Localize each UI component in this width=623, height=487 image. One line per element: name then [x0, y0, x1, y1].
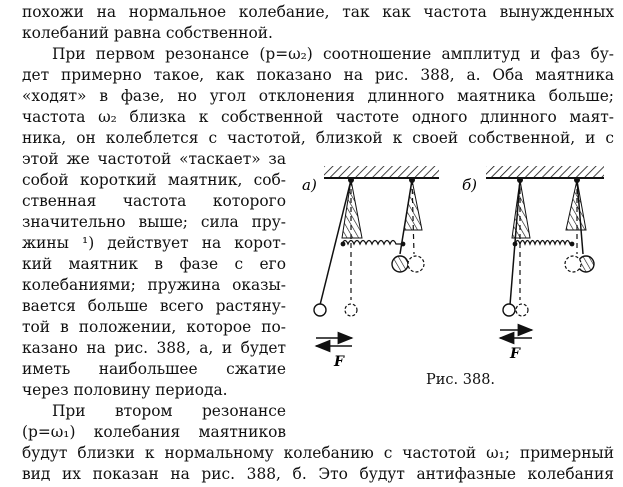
text-line: собой короткий маятник, соб-	[22, 171, 286, 189]
spring-b	[514, 239, 572, 246]
rod-b-short	[576, 179, 584, 255]
text-line: казано на рис. 388, а, и будет	[22, 339, 286, 357]
text-line: этой же частотой «таскает» за	[22, 150, 286, 168]
bob-b-long-rest	[515, 303, 529, 317]
spring-b-joint-right	[569, 241, 575, 247]
figure-label-b: б)	[462, 176, 477, 194]
spring-a-joint-left	[340, 241, 346, 247]
text-line: той в положении, которое по-	[22, 318, 286, 336]
sector-a-long	[341, 179, 363, 239]
text-line: иметь наибольшее сжатие	[22, 360, 286, 378]
bob-a-long	[313, 303, 327, 317]
force-label-b: F	[509, 346, 521, 362]
text-line: колебаний равна собственной.	[22, 24, 273, 42]
text-line: значительно выше; сила пру-	[22, 213, 286, 231]
ceiling-b	[486, 166, 604, 178]
text-line: дет примерно такое, как показано на рис.…	[22, 66, 614, 84]
text-line: ственная частота которого	[22, 192, 286, 210]
bob-a-short-rest	[407, 255, 425, 273]
bob-a-short	[391, 255, 409, 273]
rod-a-short-rest	[411, 179, 415, 255]
text-line: частота ω₂ близка к собственной частоте …	[22, 108, 614, 126]
text-line: При втором резонансе	[52, 402, 286, 420]
sector-a-short	[403, 179, 423, 231]
spring-a-joint-right	[400, 241, 406, 247]
bob-b-short-rest	[564, 255, 582, 273]
sector-b-short	[565, 179, 587, 231]
text-line: через половину периода.	[22, 381, 228, 399]
bob-b-long	[502, 303, 516, 317]
rod-a-short	[399, 179, 413, 255]
figure-388: а) б) F F	[302, 166, 604, 370]
figure-label-a: а)	[302, 176, 317, 194]
sector-b-long	[511, 179, 531, 239]
text-line: При первом резонансе (p=ω₂) соотношение …	[52, 45, 614, 63]
text-line: вид их показан на рис. 388, б. Это будут…	[22, 465, 614, 483]
text-line: жины ¹) действует на корот-	[22, 234, 286, 252]
rod-a-long	[319, 179, 352, 306]
figure-a	[313, 166, 439, 353]
text-line: кий маятник в фазе с его	[22, 255, 286, 273]
figure-caption: Рис. 388.	[426, 372, 496, 388]
spring-a	[341, 239, 403, 246]
text-line: ника, он колеблется с частотой, близкой …	[22, 129, 614, 147]
text-line: колебаниями; пружина оказы-	[22, 276, 286, 294]
text-line: вается больше всего растяну-	[22, 297, 286, 315]
text-line: похожи на нормальное колебание, так как …	[22, 3, 614, 21]
spring-b-joint-left	[512, 241, 518, 247]
text-line: «ходят» в фазе, но угол отклонения длинн…	[22, 87, 614, 105]
text-line: будут близки к нормальному колебанию с ч…	[22, 444, 614, 462]
force-label-a: F	[333, 354, 345, 370]
figure-b	[486, 166, 604, 345]
text-line: (p=ω₁) колебания маятников	[22, 423, 286, 441]
ceiling-a	[324, 166, 439, 178]
bob-a-long-rest	[344, 303, 358, 317]
